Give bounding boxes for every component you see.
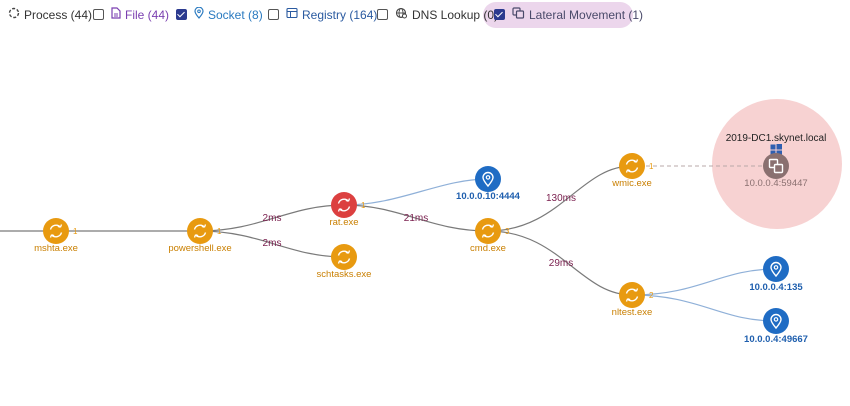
lateral-movement-highlight — [483, 2, 633, 28]
filter-lateral-movement[interactable]: Lateral Movement (1) — [494, 4, 643, 25]
edges — [0, 165, 777, 322]
edge-rat-socket — [343, 178, 489, 206]
filter-registry[interactable]: Registry (164) — [268, 4, 377, 25]
file-icon — [111, 7, 121, 22]
edge-cmd-nltest — [487, 230, 633, 296]
edge-powershell-rat — [199, 204, 345, 232]
socket-checkbox[interactable] — [176, 9, 187, 20]
nltest-label: nltest.exe — [612, 307, 653, 318]
node-wmic[interactable]: 1 wmic.exe — [611, 153, 654, 189]
filter-socket-label: Socket (8) — [208, 7, 263, 22]
mshta-badge: 1 — [73, 227, 78, 236]
edge-label-powershell-rat: 2ms — [263, 213, 282, 224]
edge-label-powershell-schtasks: 2ms — [263, 238, 282, 249]
registry-checkbox[interactable] — [268, 9, 279, 20]
filter-bar: Process (44) File (44) Socket (8) Regist… — [0, 0, 850, 30]
filter-file[interactable]: File (44) — [93, 4, 169, 25]
node-mshta[interactable]: 1 mshta.exe — [34, 218, 78, 254]
lateral-movement-checkbox[interactable] — [494, 9, 505, 20]
wmic-label: wmic.exe — [611, 178, 652, 189]
schtasks-label: schtasks.exe — [317, 269, 372, 280]
dns-globe-icon — [395, 7, 408, 22]
process-filter-icon — [8, 7, 20, 22]
process-node-circle — [619, 153, 645, 179]
location-pin-icon — [194, 6, 204, 22]
node-rat[interactable]: 1 rat.exe — [329, 192, 366, 228]
edge-powershell-schtasks — [199, 230, 345, 258]
filter-process-label: Process (44) — [24, 7, 93, 22]
dns-checkbox[interactable] — [377, 9, 388, 20]
cmd-badge: 3 — [505, 227, 510, 236]
filter-registry-label: Registry (164) — [302, 7, 378, 22]
mshta-label: mshta.exe — [34, 243, 78, 254]
socket-4444-label: 10.0.0.10:4444 — [456, 191, 521, 202]
edge-rat-cmd — [343, 204, 489, 232]
file-checkbox[interactable] — [93, 9, 104, 20]
lateral-movement-icon — [512, 7, 525, 22]
wmic-badge: 1 — [649, 162, 654, 171]
filter-socket[interactable]: Socket (8) — [176, 4, 263, 25]
node-socket-135[interactable]: 10.0.0.4:135 — [749, 256, 803, 293]
node-schtasks[interactable]: schtasks.exe — [317, 244, 372, 280]
powershell-label: powershell.exe — [168, 243, 231, 254]
windows-icon — [770, 144, 782, 156]
edge-cmd-wmic — [487, 165, 633, 232]
alert-process-node-circle — [331, 192, 357, 218]
filter-dns-label: DNS Lookup (0) — [412, 7, 499, 22]
edge-label-cmd-wmic: 130ms — [546, 193, 576, 204]
node-socket-49667[interactable]: 10.0.0.4:49667 — [744, 308, 808, 345]
socket-135-label: 10.0.0.4:135 — [749, 282, 803, 293]
host-address-label: 10.0.0.4:59447 — [744, 178, 807, 189]
node-powershell[interactable]: 1 powershell.exe — [168, 218, 232, 254]
edge-nltest-socket-49667 — [631, 294, 777, 322]
process-node-circle — [187, 218, 213, 244]
host-name-label: 2019-DC1.skynet.local — [726, 133, 827, 144]
rat-badge: 1 — [361, 201, 366, 210]
filter-file-label: File (44) — [125, 7, 170, 22]
node-lateral-host[interactable]: 2019-DC1.skynet.local 10.0.0.4:59447 — [726, 133, 827, 189]
process-node-circle — [475, 218, 501, 244]
filter-dns[interactable]: DNS Lookup (0) — [377, 4, 498, 25]
filter-process[interactable]: Process (44) — [8, 4, 92, 25]
powershell-badge: 1 — [217, 227, 222, 236]
node-cmd[interactable]: 3 cmd.exe — [470, 218, 510, 254]
cmd-label: cmd.exe — [470, 243, 506, 254]
node-nltest[interactable]: 2 nltest.exe — [612, 282, 654, 318]
rat-label: rat.exe — [329, 217, 358, 228]
process-node-circle — [43, 218, 69, 244]
process-node-circle — [619, 282, 645, 308]
nltest-badge: 2 — [649, 291, 654, 300]
edge-label-cmd-nltest: 29ms — [549, 258, 573, 269]
edge-nltest-socket-135 — [631, 268, 777, 296]
filter-lateral-movement-label: Lateral Movement (1) — [529, 7, 644, 22]
registry-icon — [286, 7, 298, 22]
lateral-movement-icon — [768, 158, 784, 174]
edge-label-rat-cmd: 21ms — [404, 213, 428, 224]
process-node-circle — [331, 244, 357, 270]
node-socket-4444[interactable]: 10.0.0.10:4444 — [456, 166, 521, 202]
socket-49667-label: 10.0.0.4:49667 — [744, 334, 808, 345]
